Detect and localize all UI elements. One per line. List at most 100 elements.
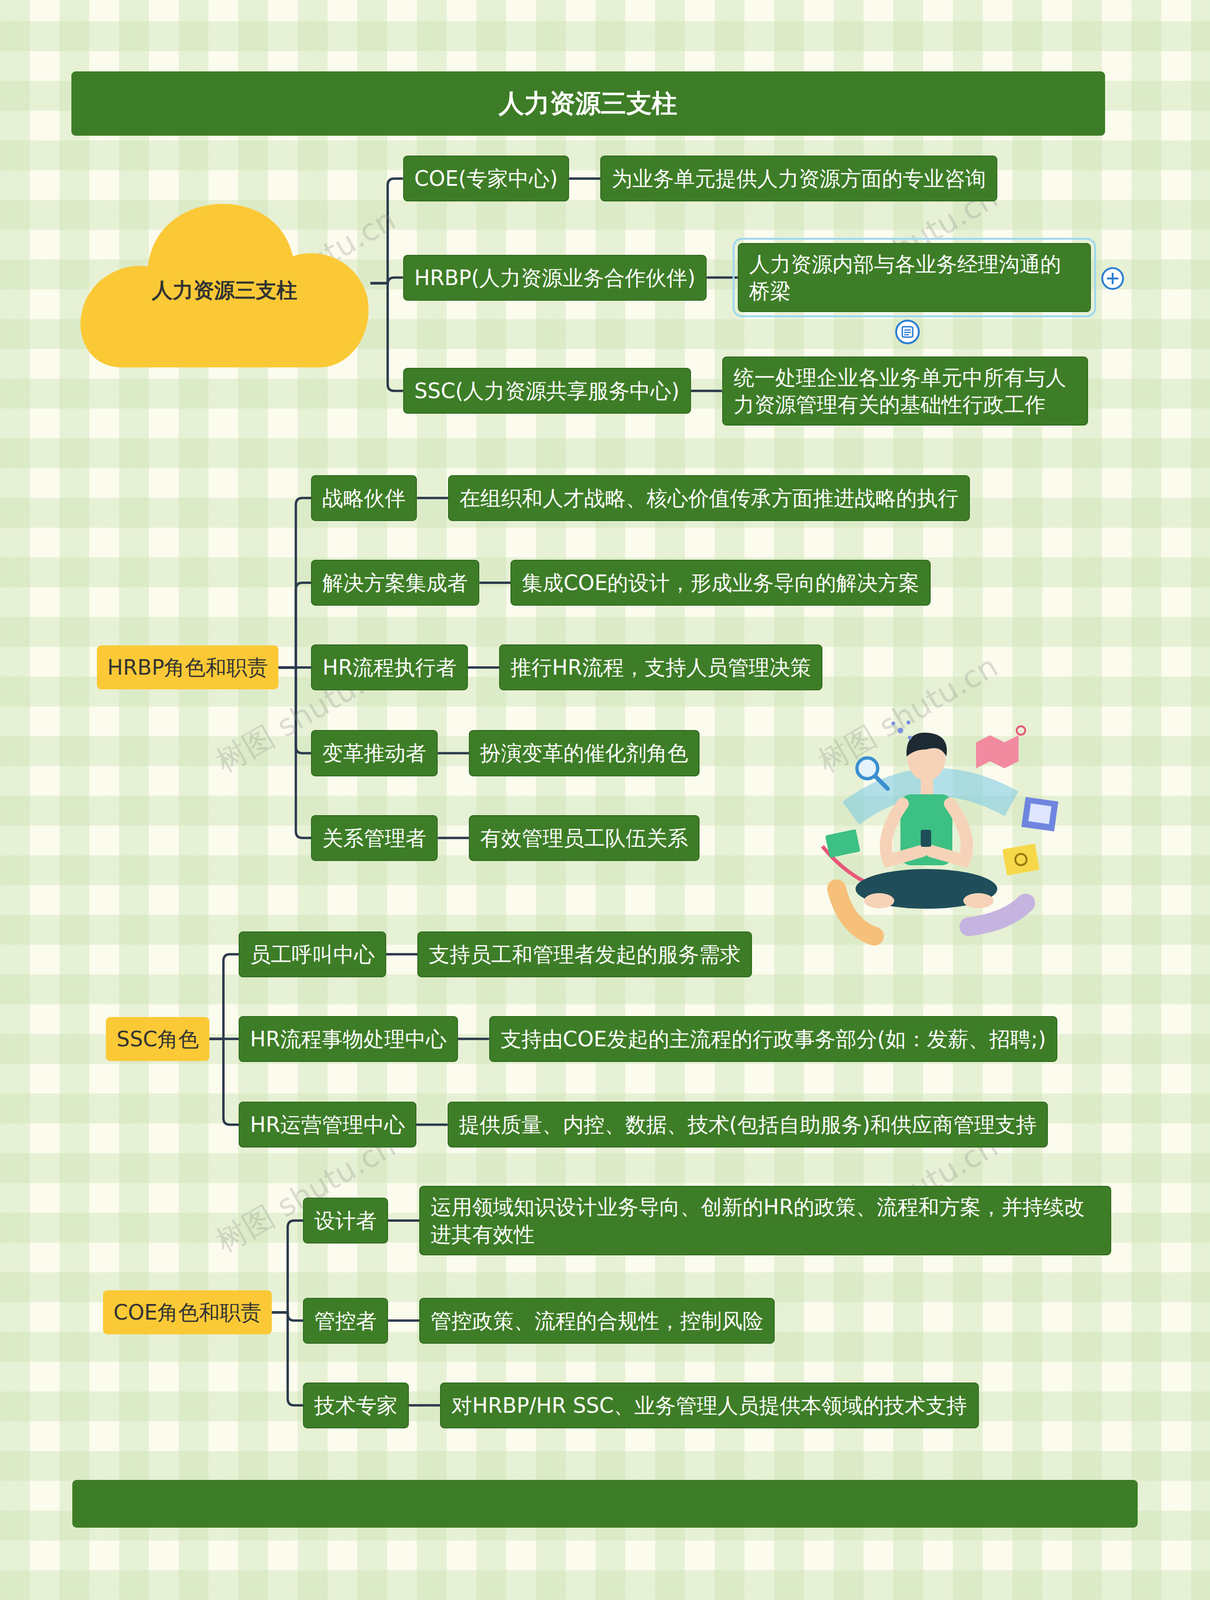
arm	[931, 803, 968, 861]
plus	[1106, 272, 1119, 285]
node-text: 有效管理员工队伍关系	[480, 824, 689, 852]
node-text: HRBP角色和职责	[107, 653, 268, 681]
node-text: 为业务单元提供人力资源方面的专业咨询	[611, 164, 986, 192]
footer-bar	[72, 1479, 1138, 1528]
category-box: COE角色和职责	[103, 1289, 272, 1334]
note-icon	[893, 317, 922, 346]
topic-box: 设计者	[302, 1197, 389, 1244]
picture	[1028, 803, 1052, 824]
tree-connector	[408, 1403, 441, 1407]
topic-box: 集成COE的设计，形成业务导向的解决方案	[510, 559, 931, 606]
node-text: SSC(人力资源共享服务中心)	[414, 377, 680, 405]
note-lines	[904, 329, 911, 335]
tree-connector	[278, 582, 312, 668]
topic-box: 人力资源内部与各业务经理沟通的桥梁	[737, 242, 1091, 312]
topic-box: 统一处理企业各业务单元中所有与人力资源管理有关的基础性行政工作	[722, 356, 1089, 426]
node-text: COE角色和职责	[113, 1298, 262, 1326]
foot	[963, 892, 994, 908]
tree-connector	[467, 665, 500, 669]
title-text: 人力资源三支柱	[498, 86, 678, 121]
cloud-node: 人力资源三支柱	[76, 198, 373, 368]
topic-box: 解决方案集成者	[311, 559, 480, 606]
node-text: HR运营管理中心	[250, 1110, 406, 1138]
node-text: 管控政策、流程的合规性，控制风险	[430, 1306, 764, 1334]
add-icon	[1102, 267, 1124, 289]
node-text: 设计者	[314, 1206, 377, 1234]
node-text: HRBP(人力资源业务合作伙伴)	[414, 264, 696, 292]
topic-box: 有效管理员工队伍关系	[468, 814, 700, 861]
node-text: 支持由COE发起的主流程的行政事务部分(如：发薪、招聘;)	[500, 1025, 1046, 1053]
tree-connector	[458, 1037, 490, 1040]
node-text: 运用领域知识设计业务导向、创新的HR的政策、流程和方案，并持续改进其有效性	[430, 1192, 1100, 1247]
node-text: 支持员工和管理者发起的服务需求	[428, 940, 741, 968]
topic-box: SSC(人力资源共享服务中心)	[403, 367, 692, 414]
topic-box: HR流程事物处理中心	[238, 1015, 459, 1062]
topic-box: 支持员工和管理者发起的服务需求	[417, 931, 752, 977]
node-text: 人力资源三支柱	[151, 276, 298, 304]
node-text: 技术专家	[314, 1391, 398, 1419]
node-text: 解决方案集成者	[322, 569, 468, 597]
node-text: 对HRBP/HR SSC、业务管理人员提供本领域的技术支持	[451, 1391, 968, 1419]
topic-box: HR运营管理中心	[238, 1101, 417, 1148]
tree-connector	[416, 1123, 448, 1126]
node-text: 变革推动者	[322, 739, 427, 767]
topic-box: COE(专家中心)	[403, 155, 570, 202]
node-text: COE(专家中心)	[414, 164, 559, 192]
node-icons	[1098, 264, 1127, 293]
tree-connector	[209, 953, 239, 1039]
tree-connector	[691, 389, 723, 392]
tree-connector	[370, 283, 404, 391]
topic-box: 在组织和人才战略、核心价值传承方面推进战略的执行	[448, 475, 970, 521]
tree-connector	[437, 836, 469, 839]
node-text: 提供质量、内控、数据、技术(包括自助服务)和供应商管理支持	[458, 1110, 1037, 1138]
tree-connector	[271, 1312, 303, 1405]
card	[825, 829, 861, 858]
node-text: 集成COE的设计，形成业务导向的解决方案	[521, 569, 920, 597]
title-bar: 人力资源三支柱	[71, 71, 1106, 136]
topic-box: 运用领域知识设计业务导向、创新的HR的政策、流程和方案，并持续改进其有效性	[419, 1185, 1111, 1255]
node-text: SSC角色	[116, 1025, 199, 1053]
node-text: 管控者	[314, 1306, 377, 1334]
topic-box: HR流程执行者	[311, 644, 468, 691]
foot	[864, 892, 895, 908]
topic-box: 支持由COE发起的主流程的行政事务部分(如：发薪、招聘;)	[489, 1015, 1058, 1062]
note-sheet	[902, 326, 913, 338]
map-icon	[976, 734, 1019, 769]
node-text: 在组织和人才战略、核心价值传承方面推进战略的执行	[459, 484, 959, 512]
topic-box: 员工呼叫中心	[238, 931, 387, 977]
node-text: 扮演变革的催化剂角色	[480, 739, 689, 767]
tree-connector	[416, 496, 449, 500]
tree-connector	[388, 1218, 420, 1222]
topic-box: 管控政策、流程的合规性，控制风险	[419, 1297, 775, 1344]
phone	[920, 829, 932, 847]
tree-connector	[386, 952, 418, 956]
node-text: 推行HR流程，支持人员管理决策	[510, 653, 812, 681]
node-text: HR流程事物处理中心	[250, 1025, 447, 1053]
topic-box: 变革推动者	[311, 729, 438, 776]
topic-box: 为业务单元提供人力资源方面的专业咨询	[600, 155, 998, 202]
node-text: 统一处理企业各业务单元中所有与人力资源管理有关的基础性行政工作	[733, 363, 1078, 418]
topic-box: 关系管理者	[311, 814, 438, 861]
node-text: 员工呼叫中心	[250, 940, 375, 968]
tree-connector	[209, 1038, 239, 1124]
tree-connector	[479, 581, 511, 584]
at-sign	[1015, 853, 1027, 865]
cloud-fill	[80, 203, 369, 368]
hair	[906, 732, 947, 757]
watermark: 树图 shutu.cn	[810, 646, 1005, 783]
node-text: 人力资源内部与各业务经理沟通的桥梁	[749, 250, 1080, 305]
pin	[1016, 726, 1026, 735]
topic-box: 管控者	[302, 1297, 389, 1344]
magnifier-handle	[875, 776, 888, 789]
arm	[885, 803, 922, 861]
topic-box: 对HRBP/HR SSC、业务管理人员提供本领域的技术支持	[440, 1382, 979, 1428]
topic-box: 提供质量、内控、数据、技术(包括自助服务)和供应商管理支持	[447, 1101, 1048, 1148]
mail-card	[1002, 843, 1040, 875]
node-text: 战略伙伴	[322, 484, 406, 512]
category-box: HRBP角色和职责	[96, 645, 279, 690]
note-circle	[896, 320, 919, 344]
tree-connector	[437, 751, 469, 754]
tree-connector	[706, 276, 738, 279]
topic-box: 战略伙伴	[311, 475, 417, 521]
